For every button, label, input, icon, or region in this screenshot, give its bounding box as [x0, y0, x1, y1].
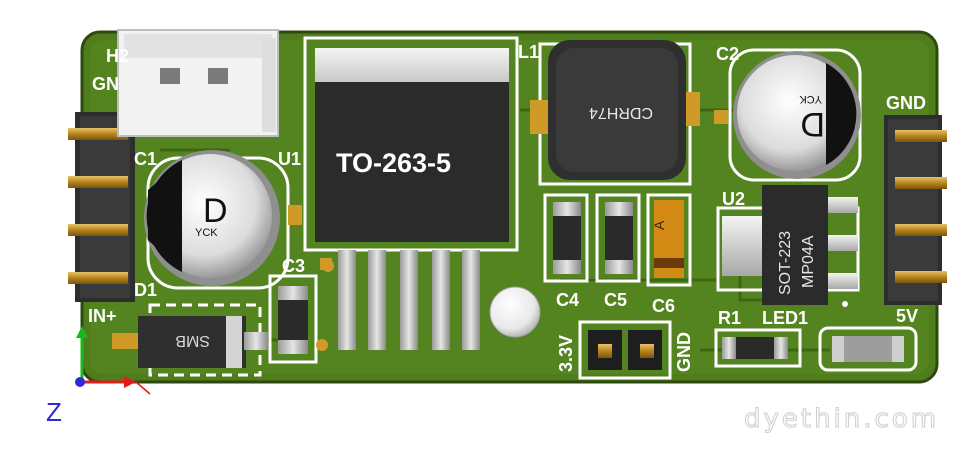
u1-body-text: TO-263-5: [336, 148, 451, 178]
label-in-plus: IN+: [88, 306, 117, 326]
label-u2: U2: [722, 189, 745, 209]
l1-inductor: [530, 40, 700, 186]
c3-capacitor: [268, 260, 334, 364]
label-h2: H2: [106, 46, 129, 66]
label-c1: C1: [134, 149, 157, 169]
d1-diode: [112, 303, 268, 377]
header-pins-right[interactable]: [884, 115, 947, 305]
label-c3: C3: [282, 256, 305, 276]
label-gnd-right: GND: [886, 93, 926, 113]
label-c4: C4: [556, 290, 579, 310]
u2-marking-line1: SOT-223: [777, 231, 794, 295]
label-c6: C6: [652, 296, 675, 316]
label-3v3: 3.3V: [556, 335, 576, 372]
led-5v: [818, 326, 918, 372]
label-gnd-jumper: GND: [674, 332, 694, 372]
h2-connector[interactable]: [117, 29, 279, 137]
label-c2: C2: [716, 44, 739, 64]
u2-ldo: [716, 185, 860, 305]
label-h2-gnd: GN: [92, 74, 119, 94]
c1-cap-mark: D: [203, 192, 228, 230]
c1-capacitor: [144, 150, 290, 290]
c2-capacitor: [714, 48, 862, 182]
axis-triad: [75, 326, 151, 395]
label-c5: C5: [604, 290, 627, 310]
voltage-jumper[interactable]: [578, 320, 672, 380]
c2-cap-mark: D: [800, 105, 825, 143]
mounting-hole: [489, 286, 541, 338]
c4-capacitor: [543, 193, 589, 283]
label-d1: D1: [134, 280, 157, 300]
label-r1: R1: [718, 308, 741, 328]
axis-z-label: Z: [46, 397, 62, 427]
watermark: dyethin.com: [743, 404, 940, 435]
c1-cap-brand: YCK: [195, 227, 218, 239]
header-pins-left[interactable]: [68, 112, 135, 302]
label-l1: L1: [518, 42, 539, 62]
label-5v: 5V: [896, 306, 918, 326]
c5-capacitor: [595, 193, 641, 283]
u2-marking-line2: MP04A: [800, 235, 817, 288]
r1-led1: [714, 301, 848, 368]
u1-regulator: [288, 36, 519, 350]
c6-tantalum: [646, 193, 692, 287]
c6-mark: A: [651, 220, 667, 230]
l1-marking: CDRH74: [589, 104, 653, 121]
d1-marking: SMB: [175, 332, 210, 349]
c2-cap-brand: YCK: [799, 93, 822, 105]
label-led1: LED1: [762, 308, 808, 328]
label-u1: U1: [278, 149, 301, 169]
